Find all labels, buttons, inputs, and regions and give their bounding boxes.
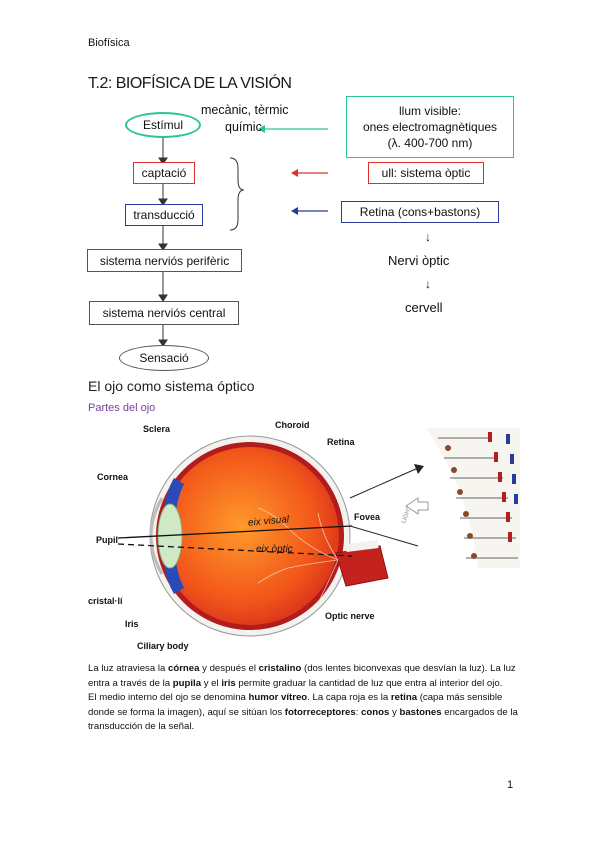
text-run: y [389, 706, 400, 718]
term-fotorreceptores: fotorreceptores [284, 706, 356, 718]
retina-eye-label: Retina [327, 437, 355, 447]
iris-label: Iris [125, 619, 139, 629]
choroid-label: Choroid [275, 420, 310, 430]
down-arrow-1: ↓ [425, 230, 431, 244]
estimul-label: Estímul [142, 118, 183, 132]
ciliary-body-label: Ciliary body [137, 641, 189, 651]
transduccio-label: transducció [133, 208, 195, 222]
light-box-line3: (λ. 400-700 nm) [387, 136, 473, 150]
section-heading: El ojo como sistema óptico [88, 378, 255, 394]
retina-box: Retina (cons+bastons) [341, 201, 499, 223]
page-title: T.2: BIOFÍSICA DE LA VISIÓN [88, 75, 292, 92]
estimul-types-line1: mecànic, tèrmic [201, 103, 289, 117]
central-node: sistema nerviós central [89, 301, 239, 325]
down-arrow-2: ↓ [425, 277, 431, 291]
pupil-label: Pupil [96, 535, 118, 545]
explanation-paragraph: La luz atraviesa la córnea y después el … [88, 662, 520, 735]
flow-diagram-arrows [158, 125, 328, 347]
sensacio-label: Sensació [139, 351, 189, 365]
eix-optic-label: eix òptic [256, 544, 293, 555]
sensacio-node: Sensació [119, 345, 209, 371]
fovea-label: Fovea [354, 512, 381, 522]
central-label: sistema nerviós central [102, 306, 226, 320]
text-run: El medio interno del ojo se denomina [88, 692, 249, 703]
cornea-label: Cornea [97, 472, 129, 482]
ull-box: ull: sistema òptic [368, 162, 484, 184]
text-run: permite graduar la cantidad de luz que e… [235, 677, 503, 689]
term-pupila: pupila [172, 677, 202, 689]
transduccio-node: transducció [125, 204, 203, 226]
text-run: La luz atraviesa la [88, 663, 168, 674]
term-iris: iris [221, 677, 236, 689]
periferic-label: sistema nerviós perifèric [99, 253, 230, 268]
cervell-label: cervell [405, 300, 443, 315]
nervi-optic-label: Nervi òptic [388, 253, 450, 268]
text-run: y después el [199, 663, 259, 674]
text-run: encargados de la transducción de la seña… [88, 706, 518, 733]
text-run: y el [201, 677, 222, 689]
cristalli-label: cristal·lí [88, 596, 123, 606]
captacio-node: captació [133, 162, 195, 184]
captacio-label: captació [141, 166, 187, 180]
eye-diagram [117, 428, 520, 637]
section-subheading: Partes del ojo [88, 402, 156, 414]
ull-label: ull: sistema òptic [381, 166, 471, 180]
text-run: : [355, 706, 362, 718]
optic-nerve-shape [335, 545, 389, 587]
text-run: . La capa roja es la [307, 692, 391, 703]
estimul-node: Estímul [125, 112, 201, 138]
light-box-line2: ones electromagnètiques [362, 120, 498, 134]
page-header: Biofísica [88, 37, 130, 49]
term-retina: retina [390, 692, 418, 703]
text-run: (dos lentes biconvexas que desvían la lu… [88, 663, 516, 689]
term-cornea: córnea [168, 663, 200, 674]
term-conos: conos [361, 706, 390, 718]
vitreous-shape [161, 447, 339, 625]
term-cristalino: cristalino [258, 663, 302, 674]
term-bastones: bastones [399, 706, 442, 718]
optic-nerve-label: Optic nerve [325, 611, 375, 621]
page-number: 1 [507, 779, 514, 791]
light-box-line1: llum visible: [398, 104, 461, 118]
retina-label: Retina (cons+bastons) [359, 205, 481, 219]
term-humor-vitreo: humor vítreo [248, 692, 308, 703]
light-stimulus-box: llum visible: ones electromagnètiques (λ… [346, 96, 514, 158]
estimul-types-line2: químic [225, 120, 262, 134]
sclera-label: Sclera [143, 424, 171, 434]
periferic-node: sistema nerviós perifèric [87, 249, 242, 272]
retina-zoom-panel [405, 428, 520, 568]
text-run: (capa más sensible donde se forma la ima… [88, 692, 503, 718]
